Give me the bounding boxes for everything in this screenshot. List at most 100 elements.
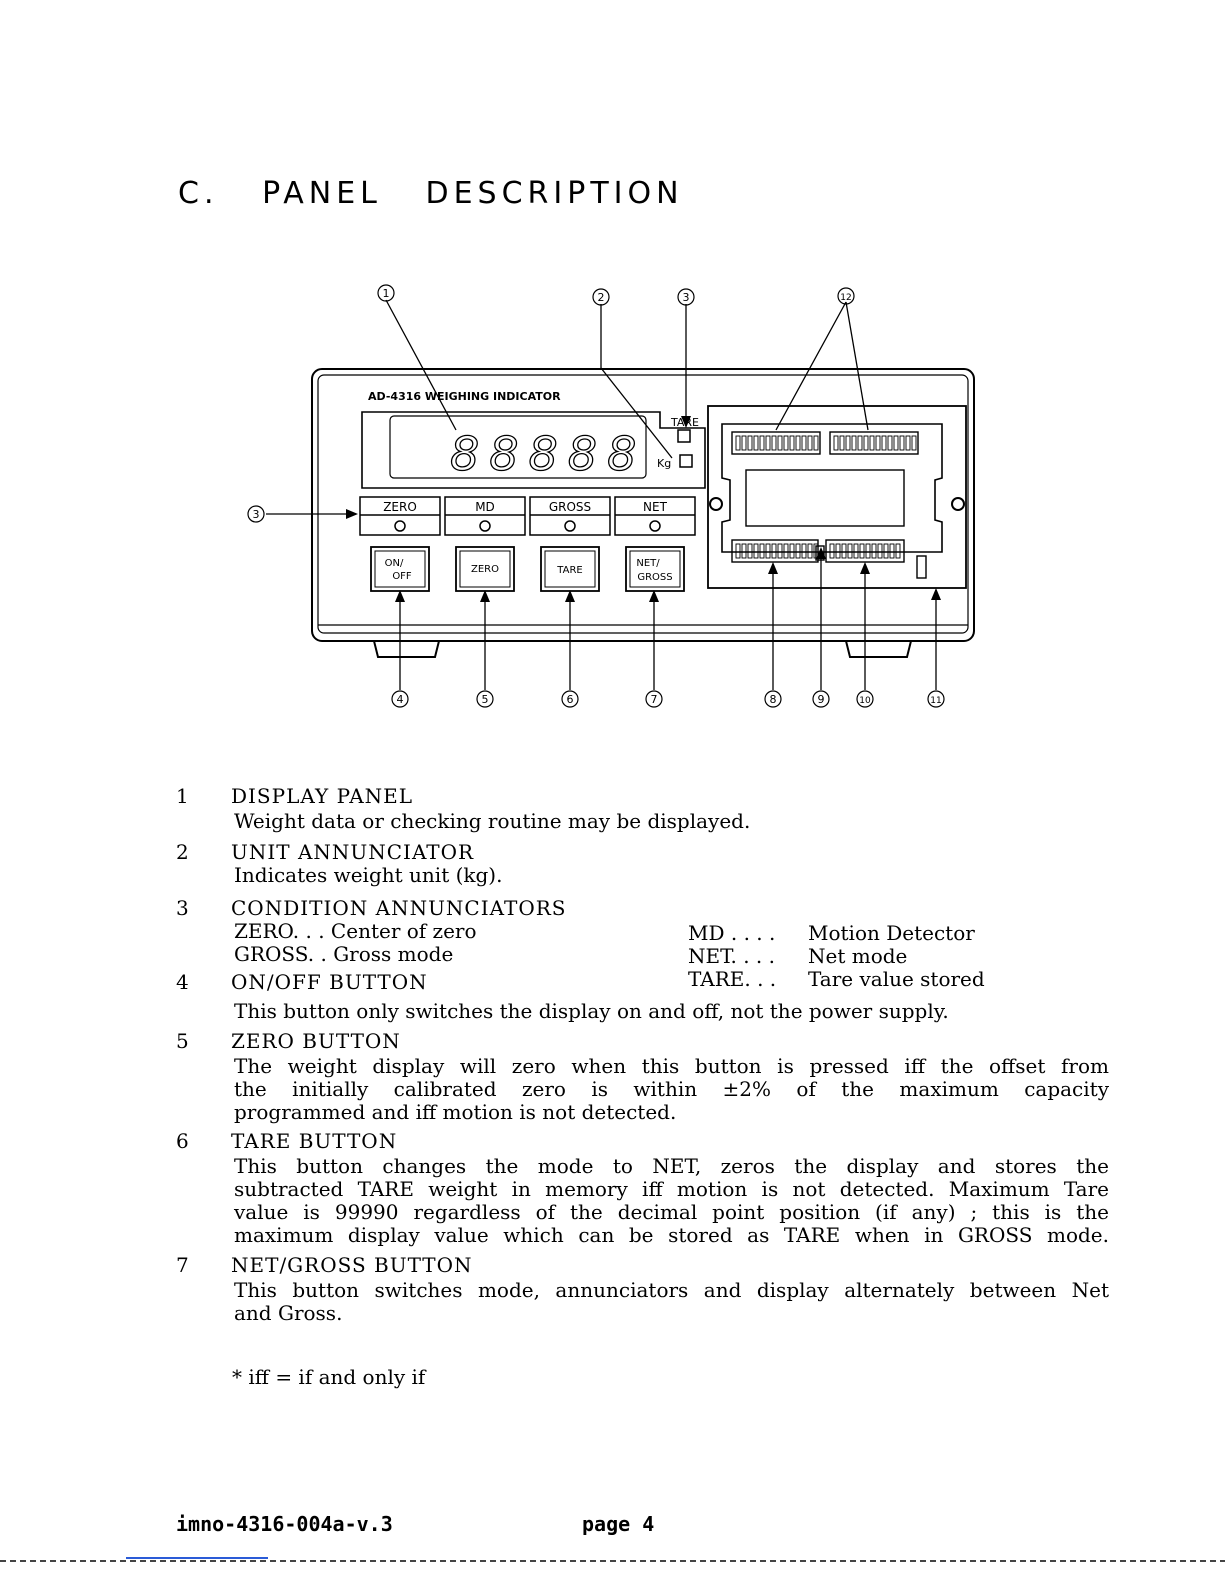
annunciator-legend: MD . . . .Motion Detector NET. . . .Net …: [688, 922, 985, 991]
terminal-pin: [895, 543, 901, 559]
terminal-pin: [759, 435, 765, 451]
callout-7: 7: [645, 690, 663, 708]
body-line: The weight display will zero when this b…: [234, 1054, 1109, 1078]
callout-arrowheads: [346, 416, 941, 602]
svg-text:3: 3: [683, 291, 690, 304]
svg-text:10: 10: [859, 696, 871, 706]
callout-numbers: 1 2 3 12 3 4 5 6 7 8 9 10 11: [247, 284, 945, 708]
callout-12: 12: [837, 287, 855, 305]
item-title: CONDITION ANNUNCIATORS: [231, 896, 567, 920]
terminal-pin: [807, 435, 813, 451]
terminal-pin: [883, 543, 889, 559]
item-number: 3: [176, 896, 189, 920]
terminal-pin: [859, 543, 865, 559]
terminal-pin: [889, 543, 895, 559]
terminal-pin: [777, 435, 783, 451]
indicator-case: [311, 368, 975, 642]
callout-5: 5: [476, 690, 494, 708]
body-line: This button changes the mode to NET, zer…: [234, 1154, 1109, 1178]
terminal-pin: [813, 435, 819, 451]
kg-lamp-label: Kg: [657, 457, 671, 470]
terminal-pin: [753, 543, 759, 559]
terminal-pin: [871, 543, 877, 559]
terminal-pin: [765, 543, 771, 559]
body-line: Indicates weight unit (kg).: [234, 863, 503, 887]
terminal-pin: [835, 543, 841, 559]
svg-text:6: 6: [567, 693, 574, 706]
footnote: * iff = if and only if: [232, 1365, 426, 1389]
body-line: GROSS. . Gross mode: [234, 942, 454, 966]
terminal-pin: [789, 543, 795, 559]
annunciator-md-label: MD: [475, 500, 495, 514]
item-title: ON/OFF BUTTON: [231, 970, 428, 994]
item-number: 1: [176, 784, 189, 808]
terminal-pin: [747, 543, 753, 559]
callout-3-top: 3: [677, 288, 695, 306]
section-heading: C. PANEL DESCRIPTION: [178, 176, 684, 211]
zero-button-label: ZERO: [471, 564, 499, 575]
svg-text:5: 5: [482, 693, 489, 706]
weight-digits: 88888: [450, 427, 646, 481]
terminal-pin: [765, 435, 771, 451]
terminal-pin: [829, 543, 835, 559]
svg-text:7: 7: [651, 693, 658, 706]
annunciator-net-label: NET: [643, 500, 668, 514]
item-number: 2: [176, 840, 189, 864]
model-label: AD-4316 WEIGHING INDICATOR: [368, 390, 561, 403]
body-line: subtracted TARE weight in memory iff mot…: [234, 1177, 1109, 1201]
scan-edge: [0, 1560, 1225, 1562]
terminal-pin: [735, 435, 741, 451]
netgross-button-label-1: NET/: [636, 558, 660, 569]
terminal-pin: [789, 435, 795, 451]
item-body: This button changes the mode to NET, zer…: [234, 1155, 1109, 1247]
terminal-pin: [741, 435, 747, 451]
legend-row: TARE. . .Tare value stored: [688, 967, 985, 991]
left-foot: [373, 640, 440, 658]
legend-row: MD . . . .Motion Detector: [688, 921, 975, 945]
card-slot-panel: [707, 405, 967, 589]
condition-annunciators: [359, 496, 696, 536]
terminal-pin: [747, 435, 753, 451]
svg-text:8: 8: [770, 693, 777, 706]
callout-4: 4: [391, 690, 409, 708]
terminal-pin: [877, 543, 883, 559]
tare-lamp-label: TARE: [670, 416, 699, 429]
panel-diagram: AD-4316 WEIGHING INDICATOR 88888 TARE Kg…: [247, 284, 975, 708]
svg-text:12: 12: [840, 293, 851, 303]
item-title: TARE BUTTON: [231, 1129, 398, 1153]
terminal-pin: [847, 543, 853, 559]
item-number: 7: [176, 1253, 189, 1277]
terminal-pin: [863, 435, 869, 451]
item-body: Weight data or checking routine may be d…: [234, 810, 1109, 833]
right-foot: [845, 640, 912, 658]
terminal-pin: [771, 435, 777, 451]
terminal-pin: [741, 543, 747, 559]
svg-text:4: 4: [397, 693, 404, 706]
body-line: the initially calibrated zero is within …: [234, 1077, 1109, 1101]
callout-10: 10: [856, 690, 874, 708]
body-line: This button only switches the display on…: [234, 999, 949, 1023]
svg-text:2: 2: [598, 291, 605, 304]
document-id: imno-4316-004a-v.3: [176, 1512, 393, 1536]
page-number: page 4: [582, 1512, 655, 1536]
callout-leaders: [266, 299, 937, 690]
terminal-pin: [801, 543, 807, 559]
callout-11: 11: [927, 690, 945, 708]
terminal-pin: [851, 435, 857, 451]
terminal-pin: [899, 435, 905, 451]
button-labels: ON/ OFF ZERO TARE NET/ GROSS: [385, 558, 673, 583]
terminal-pin: [853, 543, 859, 559]
terminal-pin: [813, 543, 819, 559]
terminal-pin: [771, 543, 777, 559]
item-title: NET/GROSS BUTTON: [231, 1253, 473, 1277]
terminal-pin: [735, 543, 741, 559]
terminal-blocks: [731, 431, 927, 579]
terminal-pin: [839, 435, 845, 451]
terminal-pin: [845, 435, 851, 451]
item-title: ZERO BUTTON: [231, 1029, 401, 1053]
svg-text:9: 9: [818, 693, 825, 706]
item-title: UNIT ANNUNCIATOR: [231, 840, 475, 864]
terminal-pin: [795, 435, 801, 451]
callout-1: 1: [377, 284, 395, 302]
